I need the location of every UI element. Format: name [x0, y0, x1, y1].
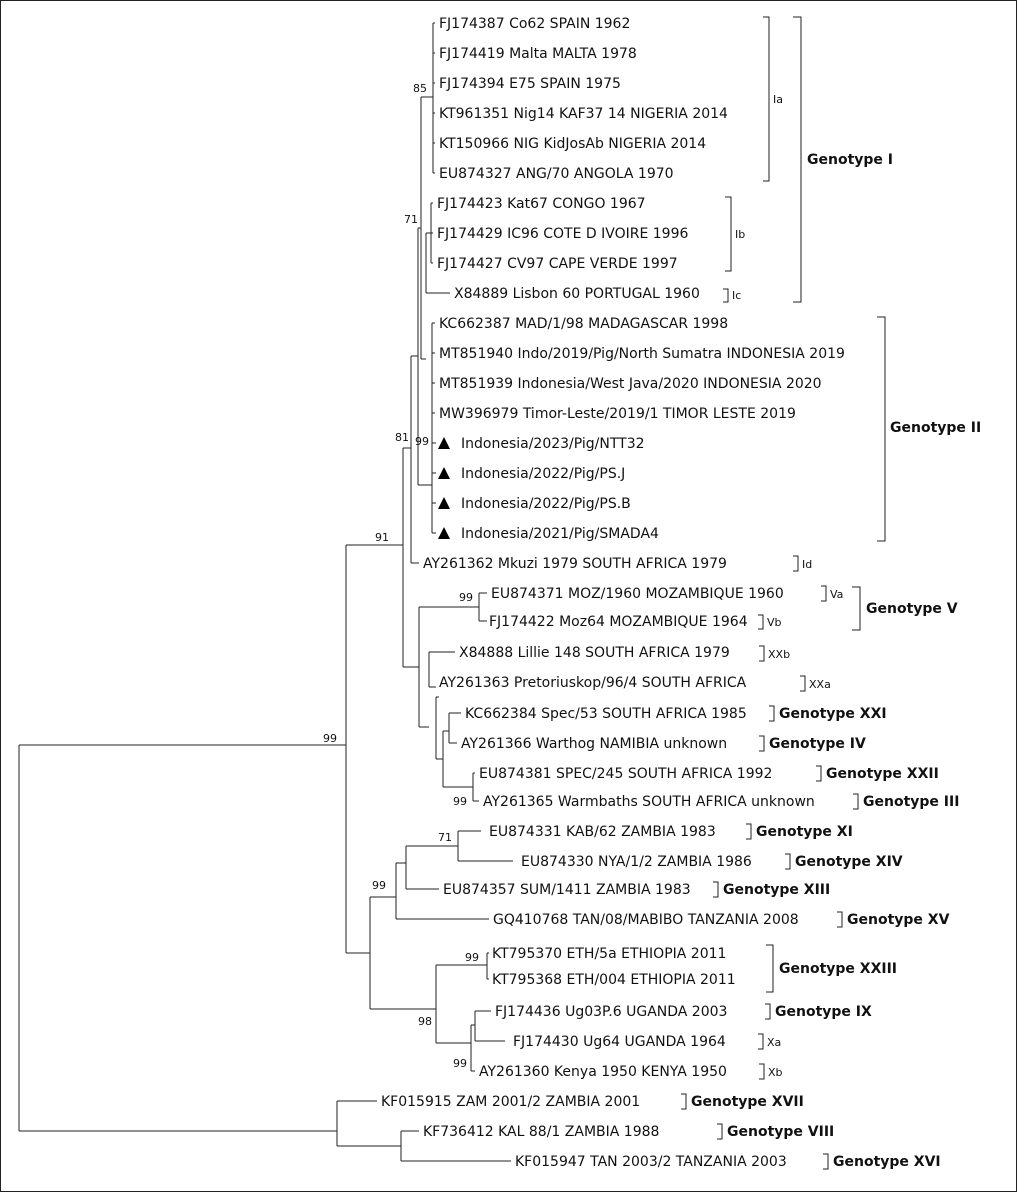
genotype-label: Genotype I — [807, 152, 893, 168]
triangle-marker-icon — [438, 437, 450, 449]
bootstrap-value: 99 — [453, 795, 467, 808]
bootstrap-value: 98 — [418, 1015, 432, 1028]
bootstrap-value: 99 — [415, 435, 429, 448]
bootstrap-value: 85 — [413, 82, 427, 95]
bootstrap-value: 99 — [465, 951, 479, 964]
leaf-label: EU874327 ANG/70 ANGOLA 1970 — [439, 166, 674, 182]
genotype-label: Genotype XV — [847, 912, 950, 928]
bootstrap-value: 71 — [404, 213, 418, 226]
leaf-label: MW396979 Timor-Leste/2019/1 TIMOR LESTE … — [439, 406, 796, 422]
leaf-label: FJ174394 E75 SPAIN 1975 — [439, 76, 621, 92]
leaf-label: EU874330 NYA/1/2 ZAMBIA 1986 — [521, 854, 752, 870]
bootstrap-value: 99 — [459, 591, 473, 604]
subgroup-labels: Ia Ib Ic Id Va Vb XXb XXa Xa Xb — [732, 93, 843, 1079]
subgroup-label: Id — [802, 558, 812, 571]
leaf-label: AY261366 Warthog NAMIBIA unknown — [461, 736, 727, 752]
leaf-label: FJ174430 Ug64 UGANDA 1964 — [513, 1034, 726, 1050]
leaf-label: X84888 Lillie 148 SOUTH AFRICA 1979 — [459, 645, 730, 661]
triangle-marker-icon — [438, 467, 450, 479]
subgroup-label: XXb — [768, 648, 790, 661]
leaf-label: EU874357 SUM/1411 ZAMBIA 1983 — [443, 882, 691, 898]
subgroup-label: Ib — [735, 228, 745, 241]
leaf-label: Indonesia/2022/Pig/PS.J — [461, 466, 625, 482]
triangle-marker-icon — [438, 497, 450, 509]
leaf-label: FJ174422 Moz64 MOZAMBIQUE 1964 — [489, 614, 748, 630]
leaf-label: FJ174427 CV97 CAPE VERDE 1997 — [437, 256, 678, 272]
leaf-label: MT851939 Indonesia/West Java/2020 INDONE… — [439, 376, 822, 392]
leaf-label: KT150966 NIG KidJosAb NIGERIA 2014 — [439, 136, 706, 152]
leaf-label: KT795370 ETH/5a ETHIOPIA 2011 — [492, 946, 726, 962]
leaf-label: KC662384 Spec/53 SOUTH AFRICA 1985 — [465, 706, 747, 722]
bootstrap-value: 91 — [375, 531, 389, 544]
subgroup-label: Va — [830, 588, 843, 601]
genotype-label: Genotype XVI — [833, 1154, 941, 1170]
leaf-label: FJ174419 Malta MALTA 1978 — [439, 46, 637, 62]
genotype-label: Genotype II — [890, 420, 981, 436]
leaf-label: KF736412 KAL 88/1 ZAMBIA 1988 — [423, 1124, 659, 1140]
leaf-label: KC662387 MAD/1/98 MADAGASCAR 1998 — [439, 316, 728, 332]
leaf-label: X84889 Lisbon 60 PORTUGAL 1960 — [454, 286, 700, 302]
tree-branches — [18, 22, 513, 1162]
genotype-label: Genotype XIII — [723, 882, 830, 898]
genotype-label: Genotype XI — [756, 824, 853, 840]
leaf-label: EU874381 SPEC/245 SOUTH AFRICA 1992 — [479, 766, 772, 782]
leaf-label: AY261360 Kenya 1950 KENYA 1950 — [479, 1064, 727, 1080]
leaf-label: KF015915 ZAM 2001/2 ZAMBIA 2001 — [381, 1094, 640, 1110]
leaf-label: GQ410768 TAN/08/MABIBO TANZANIA 2008 — [493, 912, 799, 928]
leaf-label: AY261362 Mkuzi 1979 SOUTH AFRICA 1979 — [423, 556, 727, 572]
leaf-label: MT851940 Indo/2019/Pig/North Sumatra IND… — [439, 346, 845, 362]
bootstrap-value: 71 — [438, 831, 452, 844]
leaf-labels: FJ174387 Co62 SPAIN 1962 FJ174419 Malta … — [381, 16, 845, 1170]
leaf-label: Indonesia/2023/Pig/NTT32 — [461, 436, 645, 452]
leaf-label: KF015947 TAN 2003/2 TANZANIA 2003 — [515, 1154, 787, 1170]
genotype-label: Genotype XXII — [826, 766, 939, 782]
leaf-label: FJ174387 Co62 SPAIN 1962 — [439, 16, 630, 32]
genotype-label: Genotype XIV — [795, 854, 903, 870]
genotype-label: Genotype XXI — [779, 706, 887, 722]
leaf-label: EU874331 KAB/62 ZAMBIA 1983 — [489, 824, 716, 840]
genotype-label: Genotype VIII — [727, 1124, 834, 1140]
leaf-label: KT795368 ETH/004 ETHIOPIA 2011 — [492, 972, 736, 988]
subgroup-label: XXa — [809, 678, 831, 691]
triangle-marker-icon — [438, 527, 450, 539]
leaf-label: EU874371 MOZ/1960 MOZAMBIQUE 1960 — [491, 586, 784, 602]
bootstrap-value: 81 — [395, 431, 409, 444]
genotype-label: Genotype III — [863, 794, 959, 810]
leaf-label: FJ174436 Ug03P.6 UGANDA 2003 — [495, 1004, 727, 1020]
subgroup-label: Vb — [767, 616, 782, 629]
leaf-label: FJ174423 Kat67 CONGO 1967 — [437, 196, 646, 212]
leaf-label: Indonesia/2022/Pig/PS.B — [461, 496, 631, 512]
bootstrap-value: 99 — [453, 1057, 467, 1070]
genotype-label: Genotype XXIII — [779, 961, 897, 977]
subgroup-label: Xb — [768, 1066, 783, 1079]
bootstrap-value: 99 — [323, 732, 337, 745]
subgroup-label: Ia — [773, 93, 783, 106]
leaf-label: AY261365 Warmbaths SOUTH AFRICA unknown — [483, 794, 815, 810]
clade-brackets — [681, 16, 886, 1170]
leaf-label: AY261363 Pretoriuskop/96/4 SOUTH AFRICA — [439, 675, 747, 691]
bootstrap-values: 85 71 81 99 91 99 99 99 71 99 99 98 99 — [323, 82, 479, 1070]
genotype-label: Genotype V — [866, 601, 958, 617]
genotype-label: Genotype IV — [769, 736, 866, 752]
subgroup-label: Xa — [767, 1036, 781, 1049]
subgroup-label: Ic — [732, 289, 741, 302]
bootstrap-value: 99 — [372, 879, 386, 892]
leaf-label: Indonesia/2021/Pig/SMADA4 — [461, 526, 659, 542]
genotype-label: Genotype IX — [775, 1004, 872, 1020]
genotype-label: Genotype XVII — [691, 1094, 804, 1110]
leaf-label: FJ174429 IC96 COTE D IVOIRE 1996 — [437, 226, 688, 242]
leaf-label: KT961351 Nig14 KAF37 14 NIGERIA 2014 — [439, 106, 728, 122]
genotype-labels: Genotype I Genotype II Genotype V Genoty… — [691, 152, 981, 1170]
sample-markers — [438, 437, 450, 539]
